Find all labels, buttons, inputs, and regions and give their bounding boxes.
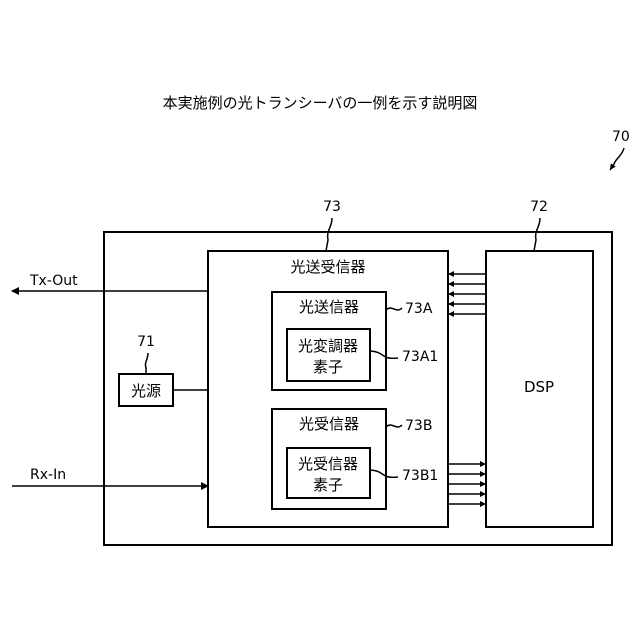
- ref-71-label: 71: [137, 334, 155, 350]
- light-source-label: 光源: [131, 382, 161, 400]
- receiver-label: 光受信器: [299, 415, 359, 433]
- modulator-label-line1: 光変調器: [298, 337, 358, 355]
- receiver-element-label-line1: 光受信器: [298, 455, 358, 473]
- ref-73-label: 73: [323, 199, 341, 215]
- ref-73B-label: 73B: [405, 418, 432, 434]
- figure-title: 本実施例の光トランシーバの一例を示す説明図: [163, 94, 478, 112]
- ref-72-label: 72: [530, 199, 548, 215]
- ref-73A-label: 73A: [405, 301, 433, 317]
- tx-out-label: Tx-Out: [29, 273, 78, 289]
- transmitter-label: 光送信器: [299, 298, 359, 316]
- transceiver-block-label: 光送受信器: [290, 258, 365, 276]
- modulator-label-line2: 素子: [313, 358, 343, 376]
- receiver-element-label-line2: 素子: [313, 476, 343, 494]
- ref-73B1-label: 73B1: [402, 468, 438, 484]
- rx-in-label: Rx-In: [30, 467, 66, 483]
- ref-73A1-label: 73A1: [402, 349, 438, 365]
- dsp-label: DSP: [524, 378, 554, 396]
- ref-70-label: 70: [612, 129, 630, 145]
- ref-70-arrow: [610, 148, 624, 170]
